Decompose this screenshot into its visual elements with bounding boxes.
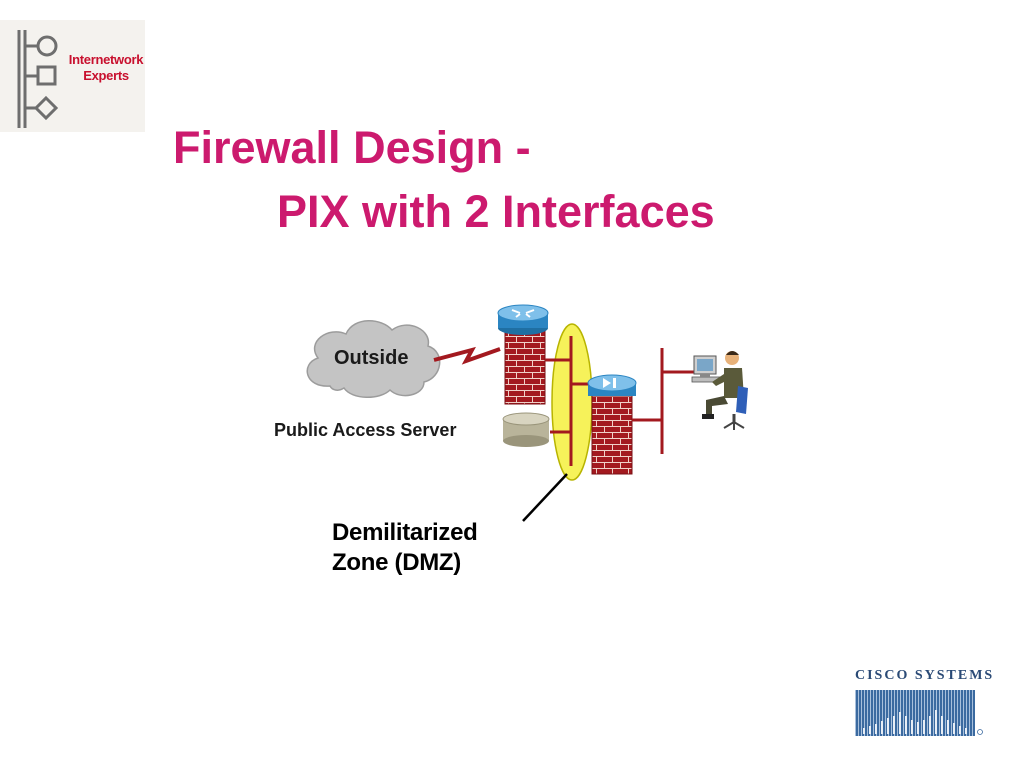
internetwork-experts-logo [0,20,145,132]
dmz-pointer-line [522,473,568,522]
cisco-bridge-logo-icon [855,690,983,736]
outside-label: Outside [334,347,408,369]
logo-line-2: Experts [83,68,129,83]
user-workstation-icon [691,351,748,430]
logo-text: Internetwork Experts [66,52,146,84]
dmz-label-line-1: Demilitarized [332,519,478,546]
public-access-server-label: Public Access Server [274,420,456,440]
cisco-systems-wordmark: CISCO SYSTEMS [855,668,995,683]
router-firewall [497,304,549,405]
slide-title-line-2: PIX with 2 Interfaces [277,186,715,237]
pix-firewall [587,374,637,475]
public-access-server-icon [502,412,550,447]
dmz-label: Demilitarized Zone (DMZ) [332,518,478,578]
wan-link [433,346,501,365]
logo-line-1: Internetwork [68,52,144,67]
dmz-label-line-2: Zone (DMZ) [332,549,461,576]
slide-title-line-1: Firewall Design - [173,122,531,173]
outside-cloud [306,320,441,398]
logo-symbol-icon [17,30,59,128]
